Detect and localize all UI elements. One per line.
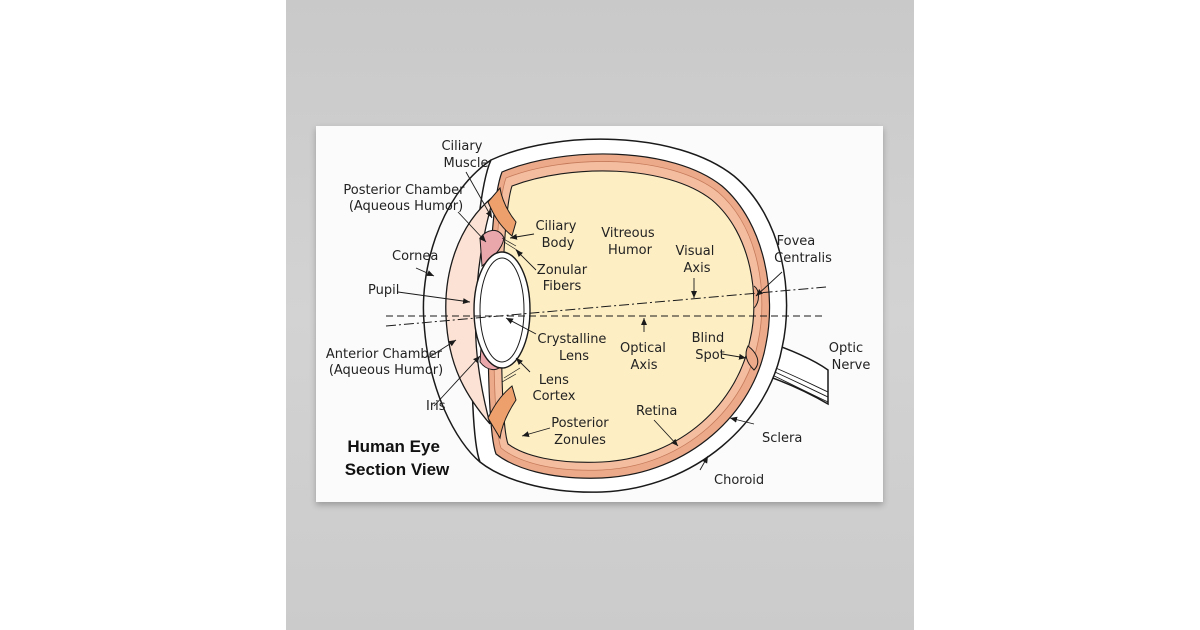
label-ciliary-muscle: Ciliary Muscle <box>441 139 488 171</box>
ciliary-muscle-upper <box>487 186 517 237</box>
diagram-title: Human Eye Section View <box>345 437 450 479</box>
label-sclera: Sclera <box>762 431 802 446</box>
eye-diagram: Ciliary Muscle Posterior Chamber (Aqueou… <box>326 138 871 493</box>
label-optic-nerve: Optic Nerve <box>829 341 871 373</box>
label-posterior-chamber: Posterior Chamber (Aqueous Humor) <box>343 183 468 214</box>
cornea-shape <box>445 194 496 425</box>
cornea-outer <box>422 159 492 463</box>
label-cornea: Cornea <box>392 249 438 264</box>
label-anterior-chamber: Anterior Chamber (Aqueous Humor) <box>326 347 446 378</box>
label-vitreous-humor: Vitreous Humor <box>601 226 658 258</box>
lens-cortex-shape <box>479 257 525 363</box>
label-ciliary-body: Ciliary Body <box>535 219 580 251</box>
label-visual-axis: Visual Axis <box>676 244 719 276</box>
eye-diagram-poster: Ciliary Muscle Posterior Chamber (Aqueou… <box>316 126 883 502</box>
label-optical-axis: Optical Axis <box>620 341 670 373</box>
ciliary-muscle-lower <box>487 385 517 440</box>
label-posterior-zonules: Posterior Zonules <box>551 416 613 448</box>
visual-axis-line <box>385 286 827 327</box>
label-zonular-fibers: Zonular Fibers <box>537 263 591 294</box>
label-lens-cortex: Lens Cortex <box>533 373 576 404</box>
label-pupil: Pupil <box>368 283 399 298</box>
label-blind-spot: Blind Spot <box>692 331 729 363</box>
label-choroid: Choroid <box>714 473 764 488</box>
label-retina: Retina <box>636 404 677 419</box>
label-fovea-centralis: Fovea Centralis <box>774 234 832 266</box>
blind-spot-shape <box>745 345 759 371</box>
vitreous-humor <box>501 170 755 463</box>
label-crystalline-lens: Crystalline Lens <box>537 332 610 364</box>
leader-lines <box>397 171 783 471</box>
label-iris: Iris <box>426 399 446 414</box>
